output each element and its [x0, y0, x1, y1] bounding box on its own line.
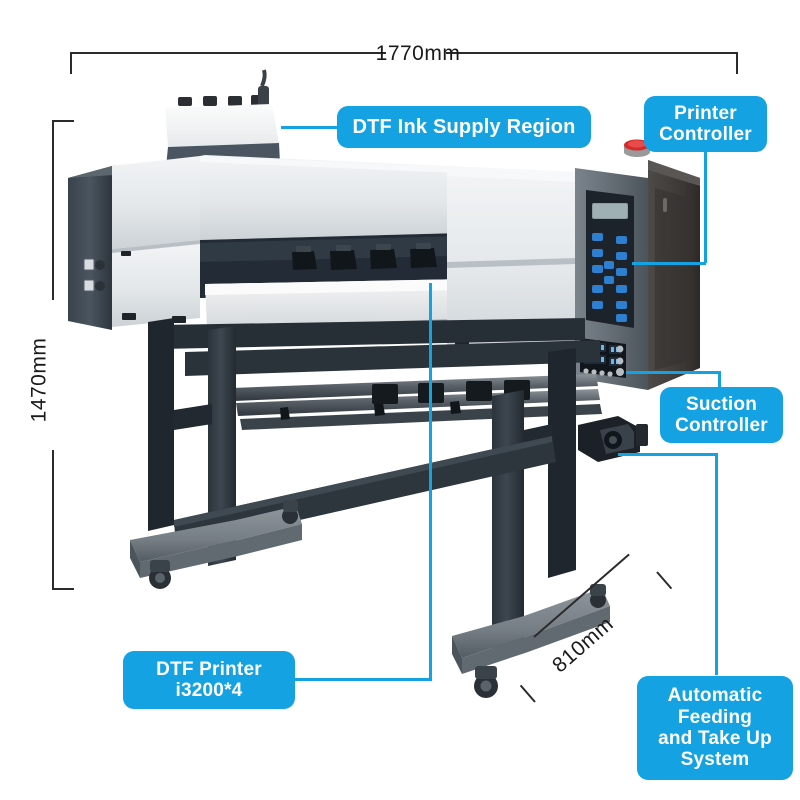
- width-dim-tick-left: [70, 52, 72, 74]
- left-foot: [130, 500, 302, 589]
- height-dim-line-vertical-top: [52, 120, 54, 300]
- height-dim-tick-top: [52, 120, 74, 122]
- width-dim-line-horizontal-right: [446, 52, 738, 54]
- feeding-system-line4: System: [680, 749, 750, 771]
- side-switches[interactable]: [83, 258, 105, 292]
- printer-controller-line1: Printer: [674, 102, 737, 124]
- feeding-system-line3: and Take Up: [658, 728, 772, 749]
- dtf-printer-leader-horizontal: [292, 678, 432, 681]
- width-dimension-label: 1770mm: [375, 42, 461, 65]
- suction-controller-leader-vertical: [718, 371, 721, 389]
- printer-controller-line2: Controller: [659, 124, 752, 145]
- feeding-system-line2: Feeding: [677, 706, 753, 728]
- dtf-printer-leader-vertical: [429, 283, 432, 681]
- printer-stand: [130, 318, 648, 698]
- height-dimension-label: 1470mm: [27, 337, 51, 423]
- take-up-assembly: [578, 416, 648, 462]
- suction-controller-leader-horizontal: [626, 371, 720, 374]
- feeding-system-leader-horizontal: [618, 453, 718, 456]
- height-dim-line-vertical-bottom: [52, 450, 54, 590]
- printer-controller-leader-vertical: [704, 148, 707, 263]
- callout-dtf-printer[interactable]: DTF Printer i3200*4: [123, 651, 295, 709]
- callout-feeding-system[interactable]: Automatic Feeding and Take Up System: [637, 676, 793, 780]
- printer-controller-leader-horizontal: [632, 262, 706, 265]
- width-dim-line-horizontal: [70, 52, 386, 54]
- ink-supply-leader-line: [281, 126, 339, 129]
- height-dim-tick-bottom: [52, 588, 74, 590]
- width-dim-tick-right: [736, 52, 738, 74]
- dtf-printer-line1: DTF Printer: [156, 658, 262, 680]
- printer-control-panel[interactable]: [586, 190, 634, 328]
- feeding-system-leader-vertical: [715, 453, 718, 675]
- callout-ink-supply-region[interactable]: DTF Ink Supply Region: [337, 106, 591, 148]
- callout-suction-controller[interactable]: Suction Controller: [660, 387, 783, 443]
- suction-controller-line1: Suction: [685, 393, 758, 415]
- suction-controller-line2: Controller: [675, 415, 768, 436]
- callout-printer-controller[interactable]: Printer Controller: [644, 96, 767, 152]
- feeding-system-line1: Automatic: [667, 685, 763, 707]
- printer-body: [68, 139, 700, 390]
- dtf-printer-line2: i3200*4: [175, 680, 243, 701]
